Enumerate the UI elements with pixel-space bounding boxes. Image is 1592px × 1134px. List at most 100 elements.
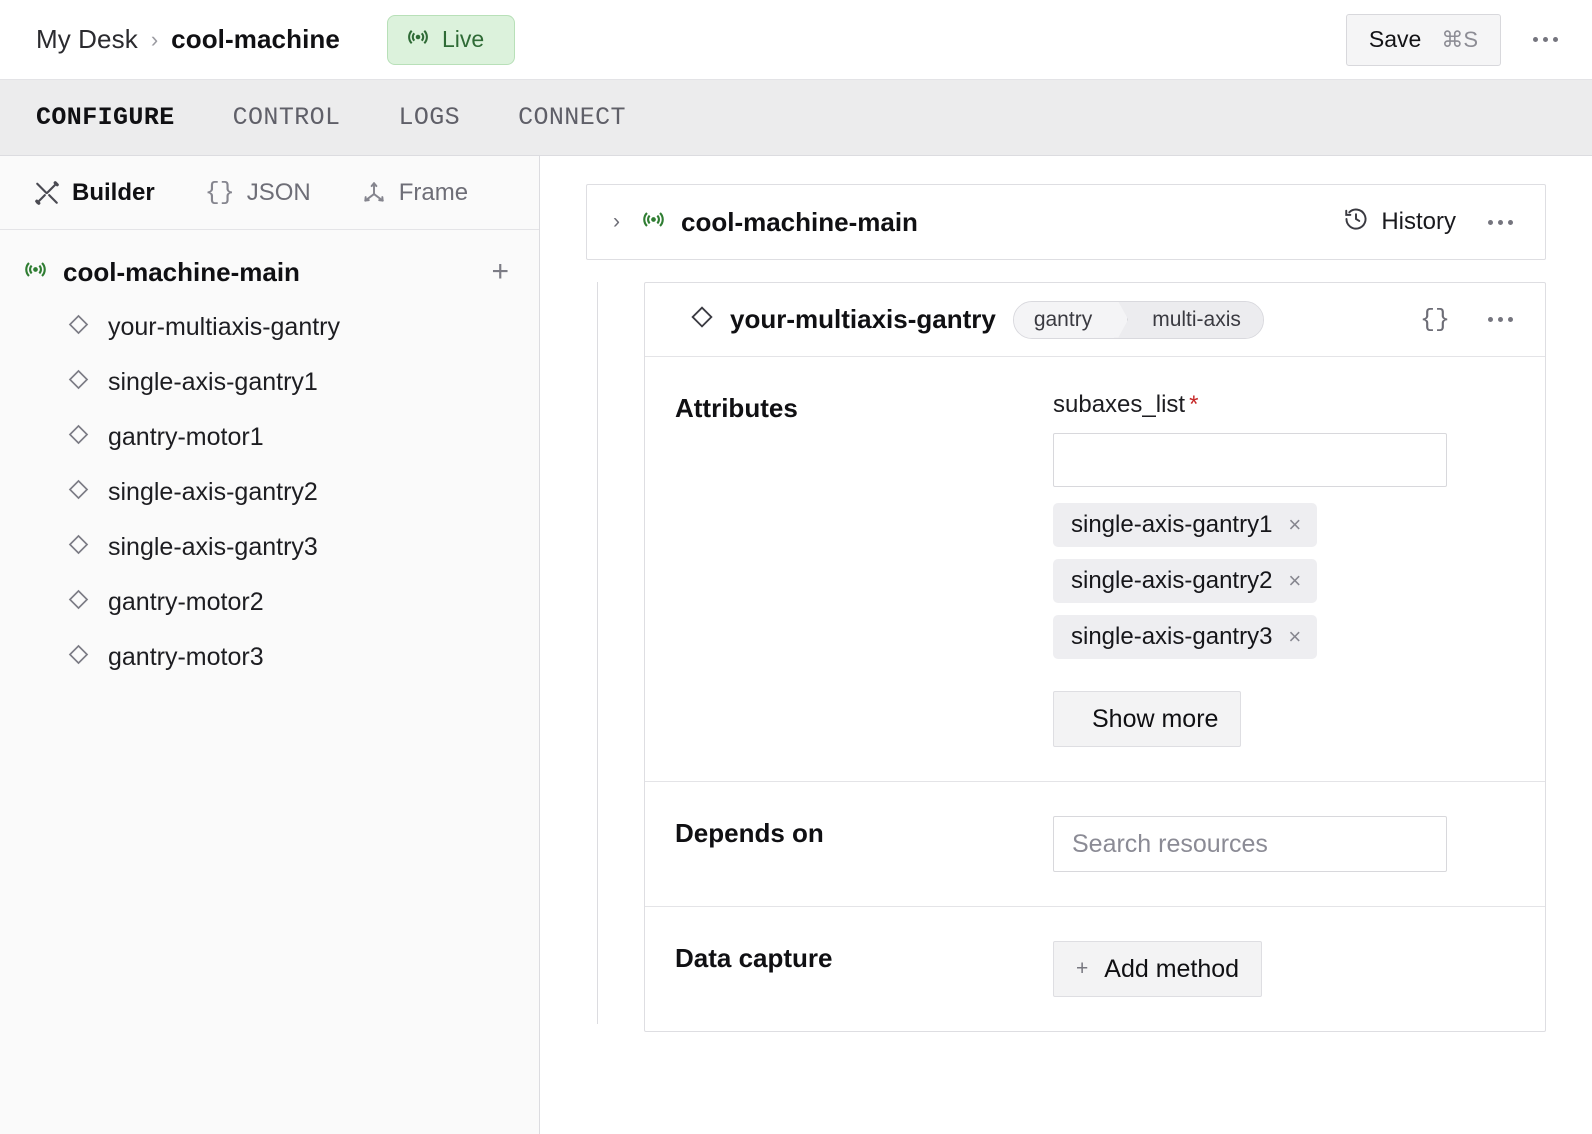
show-more-button[interactable]: ⱟ Show more: [1053, 691, 1241, 747]
data-capture-row: Data capture + Add method: [645, 907, 1545, 1031]
depends-on-select[interactable]: Search resources ⱟ: [1053, 816, 1447, 872]
chip-row: single-axis-gantry3 ×: [1053, 615, 1519, 671]
chip-remove-icon[interactable]: ×: [1288, 570, 1301, 592]
machine-card[interactable]: › cool-machine-main: [586, 184, 1546, 260]
subaxes-list-label: subaxes_list*: [1053, 391, 1519, 419]
resource-card-title: your-multiaxis-gantry: [730, 304, 996, 335]
sidebar-tool-frame[interactable]: Frame: [361, 179, 468, 207]
chip-single-axis-gantry2[interactable]: single-axis-gantry2 ×: [1053, 559, 1317, 603]
tab-configure[interactable]: CONFIGURE: [36, 103, 175, 132]
add-resource-icon[interactable]: +: [483, 253, 517, 291]
chip-remove-icon[interactable]: ×: [1288, 626, 1301, 648]
tree-item-gantry-motor2[interactable]: gantry-motor2: [0, 575, 539, 630]
attributes-label: Attributes: [675, 391, 1053, 747]
badge-model: multi-axis: [1128, 302, 1263, 338]
history-button[interactable]: History: [1343, 206, 1456, 239]
chip-label: single-axis-gantry3: [1071, 623, 1272, 651]
badge-type: gantry: [1014, 302, 1114, 338]
tab-control[interactable]: CONTROL: [233, 103, 341, 132]
primary-tabs: CONFIGURE CONTROL LOGS CONNECT: [0, 80, 1592, 156]
chip-remove-icon[interactable]: ×: [1288, 514, 1301, 536]
live-status-dropdown[interactable]: Live ⱟ: [387, 15, 515, 65]
sidebar: Builder {} JSON Frame: [0, 156, 540, 1134]
chip-label: single-axis-gantry2: [1071, 567, 1272, 595]
tree-item-label: gantry-motor1: [108, 423, 264, 452]
resource-card-overflow-menu-icon[interactable]: [1478, 311, 1523, 328]
add-method-button[interactable]: + Add method: [1053, 941, 1262, 997]
subaxes-list-chips: single-axis-gantry1 × single-axis-gantry…: [1053, 503, 1519, 671]
save-button[interactable]: Save ⌘S: [1346, 14, 1501, 66]
subaxes-list-input[interactable]: [1053, 433, 1447, 487]
chip-row: single-axis-gantry2 ×: [1053, 559, 1519, 615]
chevron-right-icon[interactable]: ›: [613, 210, 620, 234]
chip-label: single-axis-gantry1: [1071, 511, 1272, 539]
breadcrumb-separator-icon: ›: [151, 29, 158, 51]
tree-item-label: single-axis-gantry3: [108, 533, 318, 562]
attributes-body: subaxes_list* single-axis-gantry1 ×: [1053, 391, 1519, 747]
resource-card-your-multiaxis-gantry: ⱟ your-multiaxis-gantry gantry multi-axi…: [644, 282, 1546, 1032]
signal-icon: [640, 206, 667, 238]
tree-item-label: gantry-motor2: [108, 588, 264, 617]
tree-item-label: single-axis-gantry1: [108, 368, 318, 397]
history-clock-icon: [1343, 206, 1369, 239]
signal-icon: [405, 24, 431, 56]
diamond-icon: [66, 312, 91, 344]
sidebar-view-switcher: Builder {} JSON Frame: [0, 156, 539, 230]
save-label: Save: [1369, 26, 1421, 53]
sidebar-tool-label: JSON: [247, 179, 311, 207]
topbar-overflow-menu-icon[interactable]: [1523, 31, 1568, 48]
tab-connect[interactable]: CONNECT: [518, 103, 626, 132]
data-capture-label: Data capture: [675, 941, 1053, 997]
depends-on-body: Search resources ⱟ: [1053, 816, 1519, 872]
resource-type-model-badge: gantry multi-axis: [1013, 301, 1264, 339]
tree-item-single-axis-gantry3[interactable]: single-axis-gantry3: [0, 520, 539, 575]
signal-icon: [22, 256, 49, 288]
chip-single-axis-gantry3[interactable]: single-axis-gantry3 ×: [1053, 615, 1317, 659]
tools-icon: [34, 180, 60, 206]
save-shortcut: ⌘S: [1441, 27, 1478, 53]
diamond-icon: [66, 422, 91, 454]
sidebar-tool-label: Builder: [72, 179, 155, 207]
top-bar: My Desk › cool-machine Live ⱟ Save ⌘S: [0, 0, 1592, 80]
tree-item-gantry-motor1[interactable]: gantry-motor1: [0, 410, 539, 465]
tab-logs[interactable]: LOGS: [398, 103, 460, 132]
badge-divider-chevron-icon: [1114, 302, 1128, 338]
sidebar-tool-label: Frame: [399, 179, 468, 207]
tree-item-single-axis-gantry1[interactable]: single-axis-gantry1: [0, 355, 539, 410]
machine-card-overflow-menu-icon[interactable]: [1478, 214, 1523, 231]
history-label: History: [1381, 208, 1456, 236]
diamond-icon: [66, 477, 91, 509]
show-more-label: Show more: [1092, 705, 1218, 734]
sidebar-tool-json[interactable]: {} JSON: [205, 178, 311, 207]
add-method-label: Add method: [1104, 955, 1239, 984]
tree-item-label: gantry-motor3: [108, 643, 264, 672]
plus-icon: +: [1076, 957, 1088, 981]
breadcrumb-my-desk[interactable]: My Desk: [36, 24, 138, 55]
resource-card-header[interactable]: ⱟ your-multiaxis-gantry gantry multi-axi…: [645, 283, 1545, 357]
tree-item-single-axis-gantry2[interactable]: single-axis-gantry2: [0, 465, 539, 520]
sidebar-tool-builder[interactable]: Builder: [34, 179, 155, 207]
tree-root-cool-machine-main[interactable]: cool-machine-main +: [0, 244, 539, 300]
live-label: Live: [442, 26, 484, 53]
subaxes-list-label-text: subaxes_list: [1053, 391, 1185, 418]
required-asterisk: *: [1189, 391, 1198, 418]
depends-on-label: Depends on: [675, 816, 1053, 872]
diamond-icon: [66, 587, 91, 619]
main-panel: › cool-machine-main: [540, 156, 1592, 1134]
diamond-icon: [689, 304, 715, 335]
chip-single-axis-gantry1[interactable]: single-axis-gantry1 ×: [1053, 503, 1317, 547]
breadcrumb-cool-machine[interactable]: cool-machine: [171, 24, 340, 55]
diamond-icon: [66, 642, 91, 674]
depends-on-placeholder: Search resources: [1072, 830, 1268, 859]
chip-row: single-axis-gantry1 ×: [1053, 503, 1519, 559]
nested-resource-region: ⱟ your-multiaxis-gantry gantry multi-axi…: [586, 282, 1546, 1032]
tree-item-label: your-multiaxis-gantry: [108, 313, 340, 342]
attributes-row: Attributes subaxes_list* single-axis-gan…: [645, 357, 1545, 782]
axes-icon: [361, 180, 387, 206]
tree-item-your-multiaxis-gantry[interactable]: your-multiaxis-gantry: [0, 300, 539, 355]
view-json-icon[interactable]: {}: [1414, 305, 1456, 334]
data-capture-body: + Add method: [1053, 941, 1519, 997]
tree-item-gantry-motor3[interactable]: gantry-motor3: [0, 630, 539, 685]
machine-card-title: cool-machine-main: [681, 207, 918, 238]
braces-icon: {}: [205, 178, 235, 207]
